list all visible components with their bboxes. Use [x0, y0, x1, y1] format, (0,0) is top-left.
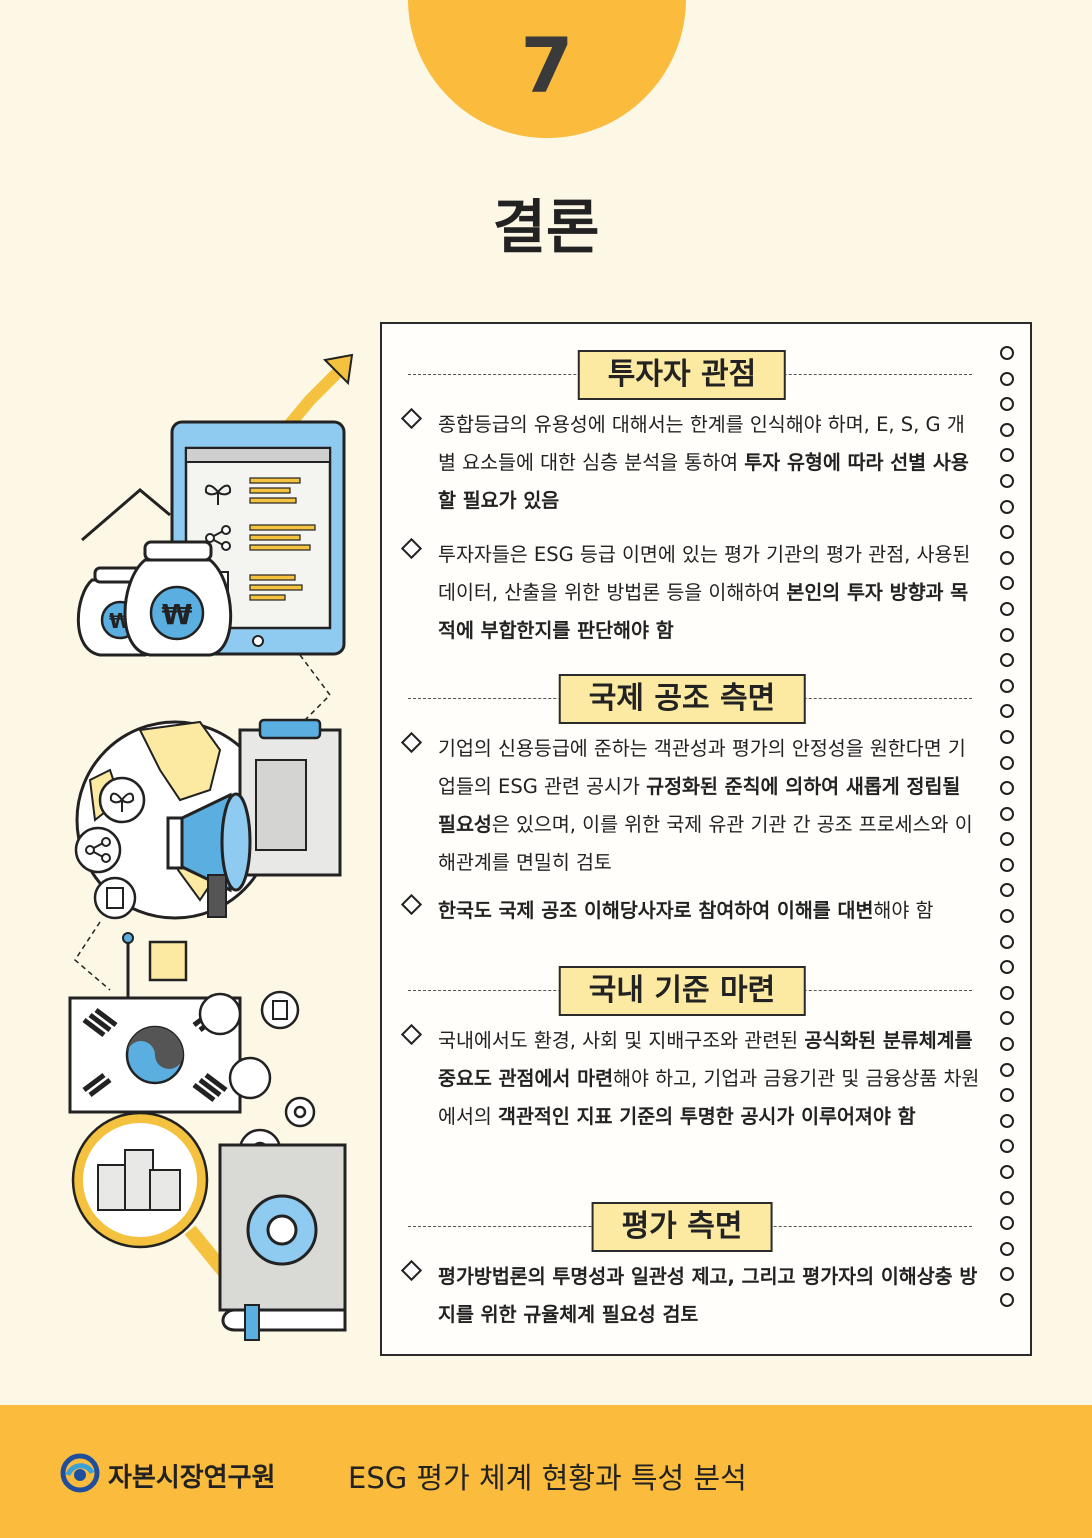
binding-ring-icon: [1000, 627, 1014, 642]
bullet-item: 평가방법론의 투명성과 일관성 제고, 그리고 평가자의 이해상충 방지를 위한…: [382, 1258, 982, 1334]
binding-ring-icon: [1000, 678, 1014, 693]
share-icon: [228, 1056, 272, 1100]
bullet-text: 국내에서도 환경, 사회 및 지배구조와 관련된 공식화된 분류체계를 중요도 …: [438, 1029, 980, 1128]
document-title: ESG 평가 체계 현황과 특성 분석: [348, 1461, 747, 1495]
binding-ring-icon: [1000, 499, 1014, 514]
binding-ring-icon: [1000, 832, 1014, 847]
binding-ring-icon: [1000, 550, 1014, 565]
svg-text:₩: ₩: [162, 598, 193, 631]
section-domestic: 국내 기준 마련 국내에서도 환경, 사회 및 지배구조와 관련된 공식화된 분…: [382, 966, 982, 1136]
section-label: 평가 측면: [591, 1202, 773, 1252]
binding-ring-icon: [1000, 371, 1014, 386]
diamond-bullet-icon: [400, 407, 423, 430]
page-number-badge: 7: [408, 0, 686, 138]
bullet-item: 종합등급의 유용성에 대해서는 한계를 인식해야 하며, E, S, G 개별 …: [382, 406, 982, 520]
binding-ring-icon: [1000, 1011, 1014, 1026]
binding-ring-icon: [1000, 473, 1014, 488]
binding-ring-icon: [1000, 525, 1014, 540]
binding-ring-icon: [1000, 729, 1014, 744]
binding-ring-icon: [1000, 1088, 1014, 1103]
binding-ring-icon: [1000, 806, 1014, 821]
bullet-text: 투자자들은 ESG 등급 이면에 있는 평가 기관의 평가 관점, 사용된 데이…: [438, 543, 971, 642]
section-label: 국내 기준 마련: [558, 966, 806, 1016]
binding-ring-icon: [1000, 346, 1014, 360]
section-label: 투자자 관점: [577, 350, 787, 400]
share-icon: [205, 525, 231, 551]
share-icon: [74, 826, 122, 874]
building-icon: [260, 990, 300, 1030]
binding-ring-icon: [1000, 1267, 1014, 1282]
bullet-item: 한국도 국제 공조 이해당사자로 참여하여 이해를 대변해야 함: [382, 892, 982, 930]
spiral-binding: [1000, 346, 1014, 1307]
footer-bar: 자본시장연구원 ESG 평가 체계 현황과 특성 분석: [0, 1405, 1092, 1538]
binding-ring-icon: [1000, 883, 1014, 898]
binding-ring-icon: [1000, 1037, 1014, 1052]
section-label: 국제 공조 측면: [558, 674, 806, 724]
bullet-item: 기업의 신용등급에 준하는 객관성과 평가의 안정성을 원한다면 기업들의 ES…: [382, 730, 982, 882]
section-heading: 국제 공조 측면: [382, 674, 982, 724]
diamond-bullet-icon: [400, 537, 423, 560]
binding-ring-icon: [1000, 909, 1014, 924]
building-icon: [93, 876, 137, 920]
bullet-item: 투자자들은 ESG 등급 이면에 있는 평가 기관의 평가 관점, 사용된 데이…: [382, 536, 982, 650]
section-heading: 국내 기준 마련: [382, 966, 982, 1016]
binding-ring-icon: [1000, 601, 1014, 616]
org-name: 자본시장연구원: [108, 1463, 276, 1493]
binding-ring-icon: [1000, 934, 1014, 949]
binding-ring-icon: [1000, 1216, 1014, 1231]
section-evaluation: 평가 측면 평가방법론의 투명성과 일관성 제고, 그리고 평가자의 이해상충 …: [382, 1202, 982, 1334]
diamond-bullet-icon: [400, 731, 423, 754]
korean-flag-icon: [68, 996, 242, 1114]
binding-ring-icon: [1000, 1062, 1014, 1077]
gear-book-icon: [218, 1143, 347, 1341]
page-number: 7: [520, 21, 574, 110]
binding-ring-icon: [1000, 704, 1014, 719]
binding-ring-icon: [1000, 781, 1014, 796]
binding-ring-icon: [1000, 985, 1014, 1000]
binding-ring-icon: [1000, 576, 1014, 591]
binding-ring-icon: [1000, 653, 1014, 668]
page-title: 결론: [492, 193, 600, 261]
diamond-bullet-icon: [400, 1259, 423, 1282]
binding-ring-icon: [1000, 960, 1014, 975]
section-heading: 평가 측면: [382, 1202, 982, 1252]
binding-ring-icon: [1000, 1190, 1014, 1205]
bullet-item: 국내에서도 환경, 사회 및 지배구조와 관련된 공식화된 분류체계를 중요도 …: [382, 1022, 982, 1136]
sprout-icon: [204, 484, 232, 505]
binding-ring-icon: [1000, 1139, 1014, 1154]
bullet-text: 한국도 국제 공조 이해당사자로 참여하여 이해를 대변해야 함: [438, 899, 934, 922]
sprout-icon: [98, 776, 146, 824]
sprout-icon: [198, 992, 242, 1036]
diamond-bullet-icon: [400, 1023, 423, 1046]
binding-ring-icon: [1000, 1241, 1014, 1256]
bullet-text: 기업의 신용등급에 준하는 객관성과 평가의 안정성을 원한다면 기업들의 ES…: [438, 737, 973, 874]
section-heading: 투자자 관점: [382, 350, 982, 400]
magnifier-icon: [71, 1111, 241, 1290]
section-international: 국제 공조 측면 기업의 신용등급에 준하는 객관성과 평가의 안정성을 원한다…: [382, 674, 982, 930]
institute-logo-icon: [60, 1453, 100, 1493]
clipboard-icon: [238, 718, 342, 877]
bullet-text: 종합등급의 유용성에 대해서는 한계를 인식해야 하며, E, S, G 개별 …: [438, 413, 969, 512]
binding-ring-icon: [1000, 1113, 1014, 1128]
binding-ring-icon: [1000, 422, 1014, 437]
binding-ring-icon: [1000, 448, 1014, 463]
diamond-bullet-icon: [400, 893, 423, 916]
conclusion-card: 투자자 관점 종합등급의 유용성에 대해서는 한계를 인식해야 하며, E, S…: [380, 322, 1032, 1356]
binding-ring-icon: [1000, 755, 1014, 770]
binding-ring-icon: [1000, 1165, 1014, 1179]
binding-ring-icon: [1000, 1292, 1014, 1307]
binding-ring-icon: [1000, 397, 1014, 412]
megaphone-icon: [166, 792, 252, 918]
section-investor: 투자자 관점 종합등급의 유용성에 대해서는 한계를 인식해야 하며, E, S…: [382, 350, 982, 650]
bullet-text: 평가방법론의 투명성과 일관성 제고, 그리고 평가자의 이해상충 방지를 위한…: [438, 1265, 978, 1326]
won-money-bag-icon: ₩ ₩: [76, 540, 233, 657]
binding-ring-icon: [1000, 857, 1014, 872]
esg-illustration: ₩ ₩: [68, 353, 354, 1341]
